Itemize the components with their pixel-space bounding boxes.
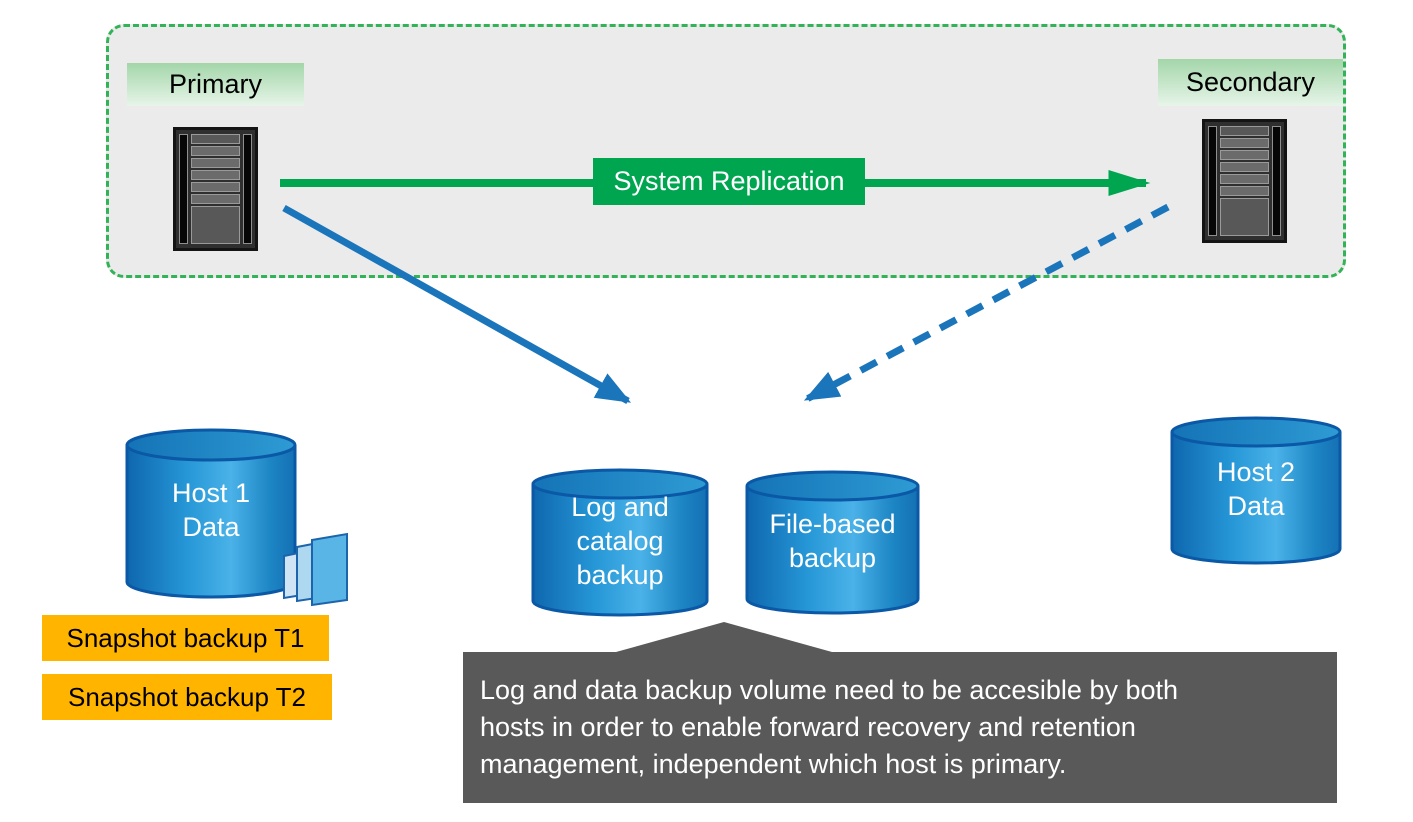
host1-data-label: Host 1 Data [171,478,251,542]
callout-pointer-triangle [616,622,832,652]
primary-server-rack-icon [173,127,258,251]
host2-data-label: Host 2 Data [1216,457,1296,521]
primary-label: Primary [127,63,304,106]
log-catalog-backup-label: Log and catalog backup [571,492,669,590]
server-rail [1272,126,1281,236]
server-rack-body [1220,126,1269,236]
file-based-backup-label: File-based backup [769,509,896,573]
server-rail [243,134,252,244]
server-rail [1208,126,1217,236]
server-rail [179,134,188,244]
secondary-label: Secondary [1158,59,1343,106]
secondary-server-rack-icon [1202,119,1287,243]
callout-note: Log and data backup volume need to be ac… [463,652,1337,803]
system-replication-badge: System Replication [593,158,865,205]
snapshot-backup-t2-tag: Snapshot backup T2 [42,674,332,720]
snapshot-backup-t1-tag: Snapshot backup T1 [42,615,329,661]
server-rack-body [191,134,240,244]
